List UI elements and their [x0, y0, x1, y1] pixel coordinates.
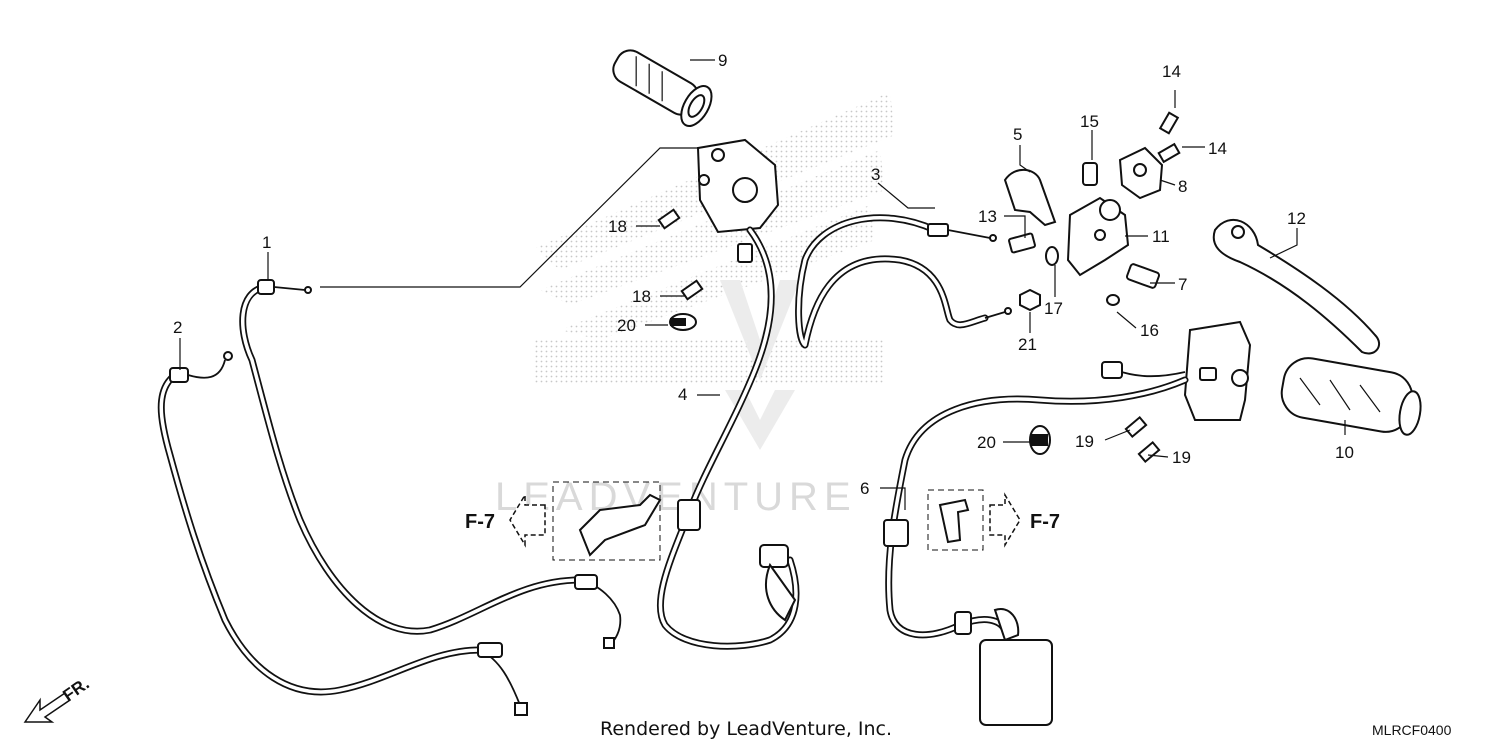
callout-8: 8 [1178, 177, 1187, 196]
throttle-cable-2 [157, 351, 528, 716]
nut-16 [1106, 294, 1120, 306]
band-20-left [669, 313, 697, 331]
clutch-cable-3 [795, 214, 1012, 349]
callout-12: 12 [1287, 209, 1306, 228]
callout-10: 10 [1335, 443, 1354, 462]
cover-5 [1003, 168, 1057, 227]
clutch-bracket-11 [1066, 196, 1130, 277]
bolt-14-right [1157, 142, 1181, 164]
bolt-19-lower [1137, 440, 1161, 464]
switch-harness-4 [656, 226, 800, 650]
callout-5: 5 [1013, 125, 1022, 144]
callouts: 1 2 3 4 5 6 7 8 9 9 10 11 12 13 14 14 15… [173, 51, 1354, 498]
callout-3: 3 [871, 165, 880, 184]
callout-14-right: 14 [1208, 139, 1227, 158]
clutch-lever-12 [1212, 218, 1381, 355]
callout-4: 4 [678, 385, 687, 404]
watermark-logo: LEADVENTURE [495, 92, 895, 519]
callout-20-left: 20 [617, 316, 636, 335]
ref-label-left: F-7 [465, 511, 495, 533]
diagram-code: MLRCF0400 [1372, 722, 1452, 738]
switch-harness-6 [883, 361, 1189, 726]
leader-lines [179, 59, 1346, 510]
render-caption: Rendered by LeadVenture, Inc. [600, 718, 893, 740]
nut-21 [1019, 288, 1041, 312]
ref-label-right: F-7 [1030, 511, 1060, 533]
bolt-19-upper [1124, 415, 1148, 439]
callout-15: 15 [1080, 112, 1099, 131]
front-direction-arrow-icon: FR. [23, 674, 93, 723]
callout-1: 1 [262, 233, 271, 252]
bolt-13 [1008, 232, 1036, 254]
grip-10 [1280, 357, 1422, 436]
ref-box-left [552, 481, 662, 561]
throttle-grip-9 [612, 49, 713, 127]
callout-18-upper: 18 [608, 217, 627, 236]
left-switch-housing [1183, 320, 1252, 421]
band-20-right [1029, 425, 1051, 455]
callout-9-visible: 9 [718, 51, 727, 70]
right-switch-housing [696, 138, 780, 234]
ref-box-right [927, 489, 984, 551]
callout-21: 21 [1018, 335, 1037, 354]
callout-20-right: 20 [977, 433, 996, 452]
callout-17: 17 [1044, 299, 1063, 318]
bolt-14-top [1158, 111, 1180, 135]
callout-2: 2 [173, 318, 182, 337]
watermark-text: LEADVENTURE [495, 475, 857, 519]
washer-17 [1045, 246, 1059, 266]
bolt-18-upper [657, 208, 681, 230]
throttle-cable-1 [239, 279, 622, 649]
callout-19-lower: 19 [1172, 448, 1191, 467]
callout-19-upper: 19 [1075, 432, 1094, 451]
callout-13: 13 [978, 207, 997, 226]
ref-arrow-left-icon [509, 492, 546, 548]
callout-18-lower: 18 [632, 287, 651, 306]
screw-15 [1082, 162, 1098, 186]
holder-8 [1118, 146, 1164, 200]
callout-6: 6 [860, 479, 869, 498]
callout-7: 7 [1178, 275, 1187, 294]
callout-16: 16 [1140, 321, 1159, 340]
callout-11: 11 [1152, 227, 1170, 246]
bolt-18-lower [680, 279, 704, 301]
callout-14-top: 14 [1162, 62, 1181, 81]
ref-arrow-right-icon [989, 492, 1021, 548]
switch-7 [1126, 263, 1160, 289]
